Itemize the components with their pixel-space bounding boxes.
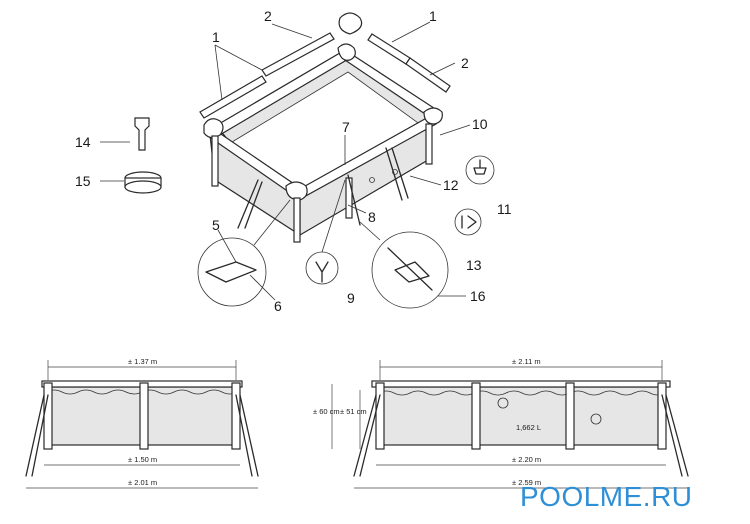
inlet-fitting xyxy=(497,397,509,409)
callout-label: 7 xyxy=(342,119,350,135)
fitting-a xyxy=(369,177,375,183)
callout-label: 10 xyxy=(472,116,488,132)
end-leg-right xyxy=(231,382,241,450)
outlet-fitting xyxy=(590,413,602,425)
callout-label: 5 xyxy=(212,217,220,233)
watermark-text: POOLME.RU xyxy=(520,481,693,512)
callout-label: 13 xyxy=(466,257,482,273)
callout-label: 1 xyxy=(212,29,220,45)
corner-joint-left xyxy=(203,118,224,139)
end-brace-left-2 xyxy=(31,394,49,477)
callout-label: 8 xyxy=(368,209,376,225)
dim-side-mid: ± 2.20 m xyxy=(512,455,541,464)
side-top-rail xyxy=(371,380,671,388)
pool-isometric-view xyxy=(203,43,443,243)
tube-part-1-left xyxy=(199,75,267,119)
dim-end-top: ± 1.37 m xyxy=(128,357,157,366)
end-elevation-view: ± 1.37 m ± 1.50 m ± 2.01 m xyxy=(25,357,259,489)
end-brace-right-2 xyxy=(235,394,253,477)
tube-part-2-right xyxy=(405,57,451,93)
callout-label: 14 xyxy=(75,134,91,150)
side-leg-4 xyxy=(657,382,667,450)
callout-label: 6 xyxy=(274,298,282,314)
valve-icon xyxy=(134,117,150,151)
detail-bubble-13 xyxy=(454,208,482,236)
side-leg-2 xyxy=(471,382,481,450)
side-brace-left-2 xyxy=(359,394,381,477)
leg-left xyxy=(211,135,219,187)
corner-joint-right xyxy=(423,107,443,125)
callout-label: 9 xyxy=(347,290,355,306)
detail-pointer-16 xyxy=(359,221,381,241)
detail-part-9 xyxy=(315,261,329,283)
part-valve xyxy=(134,117,150,151)
callout-numbers: 1 2 2 1 7 14 15 10 12 11 5 8 13 6 9 16 xyxy=(75,8,512,314)
callout-label: 12 xyxy=(443,177,459,193)
detail-bubble-5-6 xyxy=(197,237,267,307)
brace-left-2 xyxy=(244,181,263,229)
callout-label: 11 xyxy=(497,201,512,217)
tube-part-2-left xyxy=(261,32,335,77)
brace-right-2 xyxy=(391,147,409,199)
side-leg-3 xyxy=(565,382,575,450)
detail-bubbles xyxy=(197,155,495,309)
dim-side-top: ± 2.11 m xyxy=(512,357,541,366)
detail-pointer-9 xyxy=(321,179,346,253)
pool-capacity: 1,662 L xyxy=(516,423,541,432)
side-brace-left xyxy=(353,394,377,477)
tube-part-1-right xyxy=(367,33,411,65)
side-leg-1 xyxy=(375,382,385,450)
detail-bubble-16 xyxy=(371,231,449,309)
corner-joint-back xyxy=(337,43,356,61)
corner-joint-front xyxy=(285,181,308,201)
callout-leaders xyxy=(100,21,471,301)
callout-label: 2 xyxy=(264,8,272,24)
detail-pointer-5 xyxy=(253,199,291,246)
leg-mid xyxy=(345,177,353,219)
detail-part-13 xyxy=(461,215,477,229)
side-wall xyxy=(377,386,665,446)
dim-height-outer: ± 60 cm xyxy=(313,407,340,416)
brace-left xyxy=(237,179,259,229)
dim-end-total: ± 2.01 m xyxy=(128,478,157,487)
detail-clip-5 xyxy=(205,261,257,283)
dim-end-mid: ± 1.50 m xyxy=(128,455,157,464)
dim-height-inner: ± 51 cm xyxy=(340,407,367,416)
fitting-b xyxy=(392,169,398,175)
water-line-right xyxy=(377,390,665,396)
end-brace-right xyxy=(239,394,259,477)
callout-label: 15 xyxy=(75,173,91,189)
callout-label: 16 xyxy=(470,288,486,304)
brace-mid xyxy=(347,174,361,226)
end-brace-left xyxy=(25,394,45,477)
leg-front xyxy=(293,197,301,243)
leg-right xyxy=(425,123,433,165)
dim-side-total: ± 2.59 m xyxy=(512,478,541,487)
end-leg-left xyxy=(43,382,53,450)
side-brace-right-2 xyxy=(661,394,683,477)
detail-bubble-11 xyxy=(465,155,495,185)
side-elevation-view: 1,662 L ± 2.11 m ± 2.20 m ± 2.59 m ± 60 … xyxy=(313,357,689,489)
side-brace-right xyxy=(665,394,689,477)
callout-label: 2 xyxy=(461,55,469,71)
end-leg-mid xyxy=(139,382,149,450)
exploded-tubes xyxy=(199,12,451,119)
corner-piece-top xyxy=(338,12,363,35)
callout-label: 1 xyxy=(429,8,437,24)
detail-part-11 xyxy=(473,159,487,175)
part-disc xyxy=(124,171,162,194)
detail-leg-16 xyxy=(387,247,433,291)
detail-foot-16 xyxy=(394,261,430,283)
